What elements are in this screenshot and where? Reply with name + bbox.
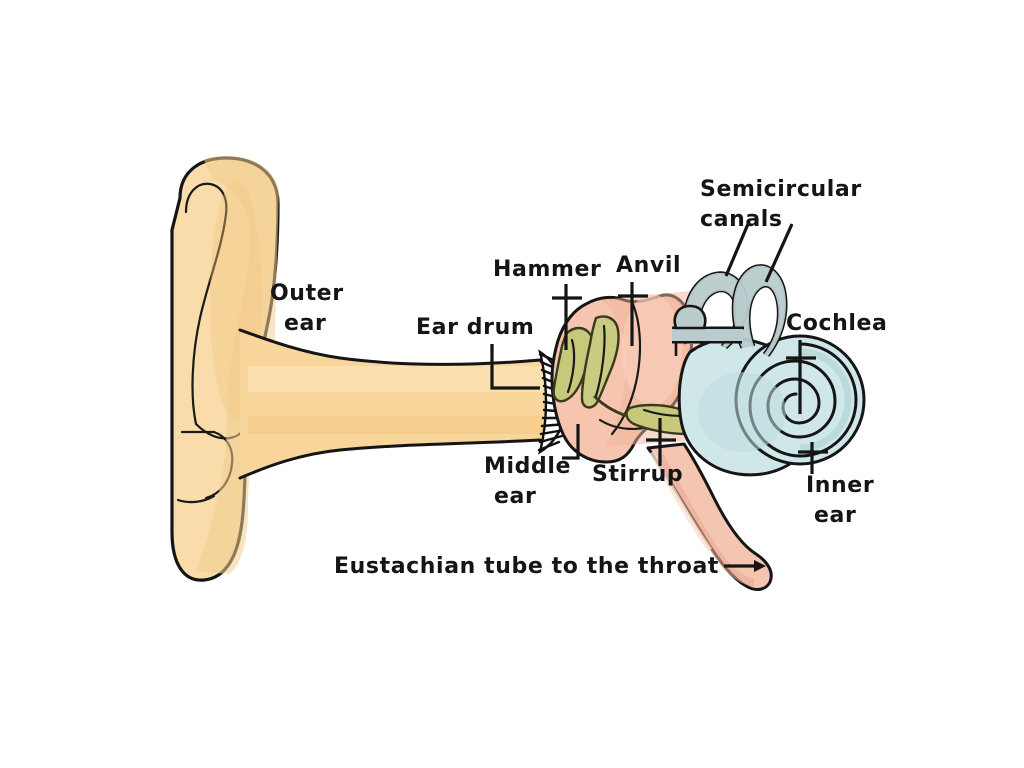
semicircular-canals-group [672, 264, 788, 357]
semicircular-canal-ampulla [673, 304, 707, 330]
middle-ear-inner-contour [610, 300, 642, 436]
label-inner-ear-line2: ear [814, 503, 856, 528]
ear-canal-upper-wall [238, 328, 542, 366]
label-middle-ear-line2: ear [494, 484, 536, 509]
label-semicircular-canals-line1: Semicircular [700, 177, 862, 202]
stirrup-arch [642, 408, 684, 418]
leader-ear-drum [490, 344, 540, 390]
leader-lines-group [490, 223, 828, 572]
label-ear-drum: Ear drum [416, 315, 534, 340]
semicircular-canal-posterior-fill [683, 272, 747, 348]
inner-ear-group [672, 264, 866, 477]
label-inner-ear: Inner ear [806, 473, 883, 528]
label-outer-ear-line1: Outer [270, 281, 344, 306]
label-hammer: Hammer [493, 257, 601, 282]
anvil-detail [594, 324, 606, 398]
semicircular-canal-lateral-fill [672, 329, 743, 341]
leader-semicircular-canals-branch [724, 223, 750, 277]
cochlea-spiral-outer [748, 342, 858, 458]
inner-ear-shading [698, 372, 786, 452]
pinna-helix-fold [184, 182, 228, 426]
label-outer-ear: Outer ear [270, 281, 352, 336]
pinna-lobe-line [176, 494, 216, 504]
label-outer-ear-line2: ear [284, 311, 326, 336]
semicircular-canal-superior-fill [733, 265, 787, 356]
eustachian-tube-group [646, 442, 773, 591]
eustachian-tube-highlight [649, 450, 713, 552]
ossicles-group [552, 315, 702, 436]
anvil-bone [580, 315, 620, 409]
cochlea-shading [799, 348, 852, 452]
label-middle-ear-line1: Middle [484, 454, 571, 479]
label-cochlea: Cochlea [786, 311, 887, 336]
labels-group: Outer ear Ear drum Hammer Anvil Semicirc… [270, 177, 887, 579]
leader-semicircular-canals [764, 223, 794, 283]
label-anvil: Anvil [616, 253, 681, 278]
hammer-detail [566, 338, 576, 394]
ear-canal-lower-wall [238, 438, 542, 480]
label-middle-ear: Middle ear [484, 454, 579, 509]
label-semicircular-canals-line2: canals [700, 207, 783, 232]
eustachian-tube-shading [656, 454, 755, 586]
label-eustachian-tube: Eustachian tube to the throat [334, 554, 719, 579]
leader-eustachian-arrowhead [754, 560, 766, 572]
leader-middle-ear [562, 424, 580, 460]
label-inner-ear-line1: Inner [806, 473, 874, 498]
label-semicircular-canals: Semicircular canals [700, 177, 870, 232]
label-stirrup: Stirrup [592, 462, 683, 487]
